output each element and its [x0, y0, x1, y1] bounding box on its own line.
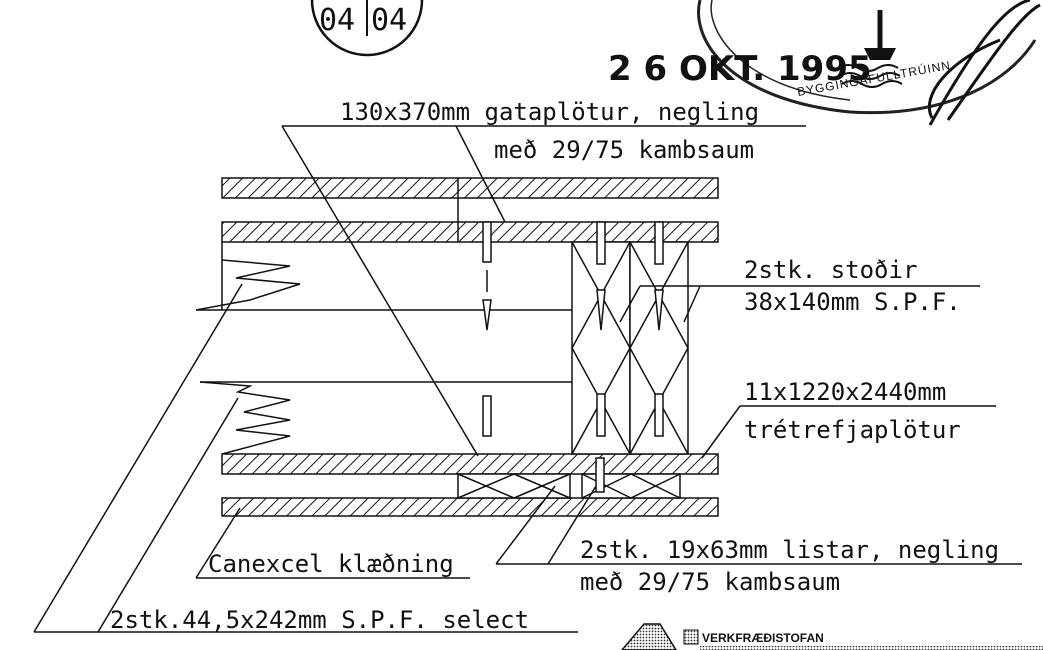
- sheet-number-badge: 04 04: [310, 0, 424, 57]
- hatched-layers: [221, 177, 719, 517]
- label-battens-line1: 2stk. 19x63mm listar, negling: [580, 536, 999, 564]
- logo-square-icon: [683, 629, 699, 645]
- signature: [927, 0, 1041, 126]
- nail: [482, 299, 492, 331]
- stamp-date: 2 6 OKT. 1995: [608, 49, 872, 89]
- nail: [654, 393, 664, 437]
- nails: [482, 221, 664, 437]
- label-beams: 2stk.44,5x242mm S.P.F. select: [110, 606, 529, 634]
- logo-wordmark: [700, 646, 1043, 650]
- label-studs-line1: 2stk. stoðir: [744, 256, 917, 284]
- batten-left: [457, 473, 571, 499]
- studs: [571, 241, 689, 455]
- battens: [457, 457, 681, 499]
- leader-lines: [33, 125, 1022, 633]
- nail: [482, 221, 492, 263]
- nail: [482, 395, 492, 437]
- label-sheathing-line1: 11x1220x2440mm: [744, 378, 946, 406]
- nail: [596, 393, 606, 437]
- label-sheathing-line2: trétrefjaplötur: [744, 416, 961, 444]
- label-gataplotur-line1: 130x370mm gataplötur, negling: [340, 98, 759, 126]
- sheet-number-left: 04: [319, 3, 355, 38]
- label-battens-line2: með 29/75 kambsaum: [580, 568, 840, 596]
- layer-sheathing: [221, 453, 719, 475]
- logo-caption: VERKFRÆÐISTOFAN: [702, 631, 824, 645]
- label-studs-line2: 38x140mm S.P.F.: [744, 288, 961, 316]
- company-logo: VERKFRÆÐISTOFAN: [621, 623, 1043, 650]
- layer-gataplotur: [221, 221, 719, 243]
- sheet-number-right: 04: [371, 3, 407, 38]
- label-gataplotur-line2: með 29/75 kambsaum: [494, 136, 754, 164]
- layer-cladding: [221, 497, 719, 517]
- nail: [654, 289, 664, 331]
- break-lines: [195, 242, 575, 455]
- stamp-emblem: [837, 10, 903, 88]
- annotations: 130x370mm gataplötur, negling með 29/75 …: [110, 98, 999, 634]
- logo-mark: [621, 623, 677, 650]
- nail: [654, 221, 664, 265]
- label-cladding: Canexcel klæðning: [208, 550, 454, 578]
- nail: [596, 221, 606, 265]
- nail: [595, 457, 605, 493]
- layer-outer-top: [221, 177, 719, 199]
- nail: [596, 289, 606, 331]
